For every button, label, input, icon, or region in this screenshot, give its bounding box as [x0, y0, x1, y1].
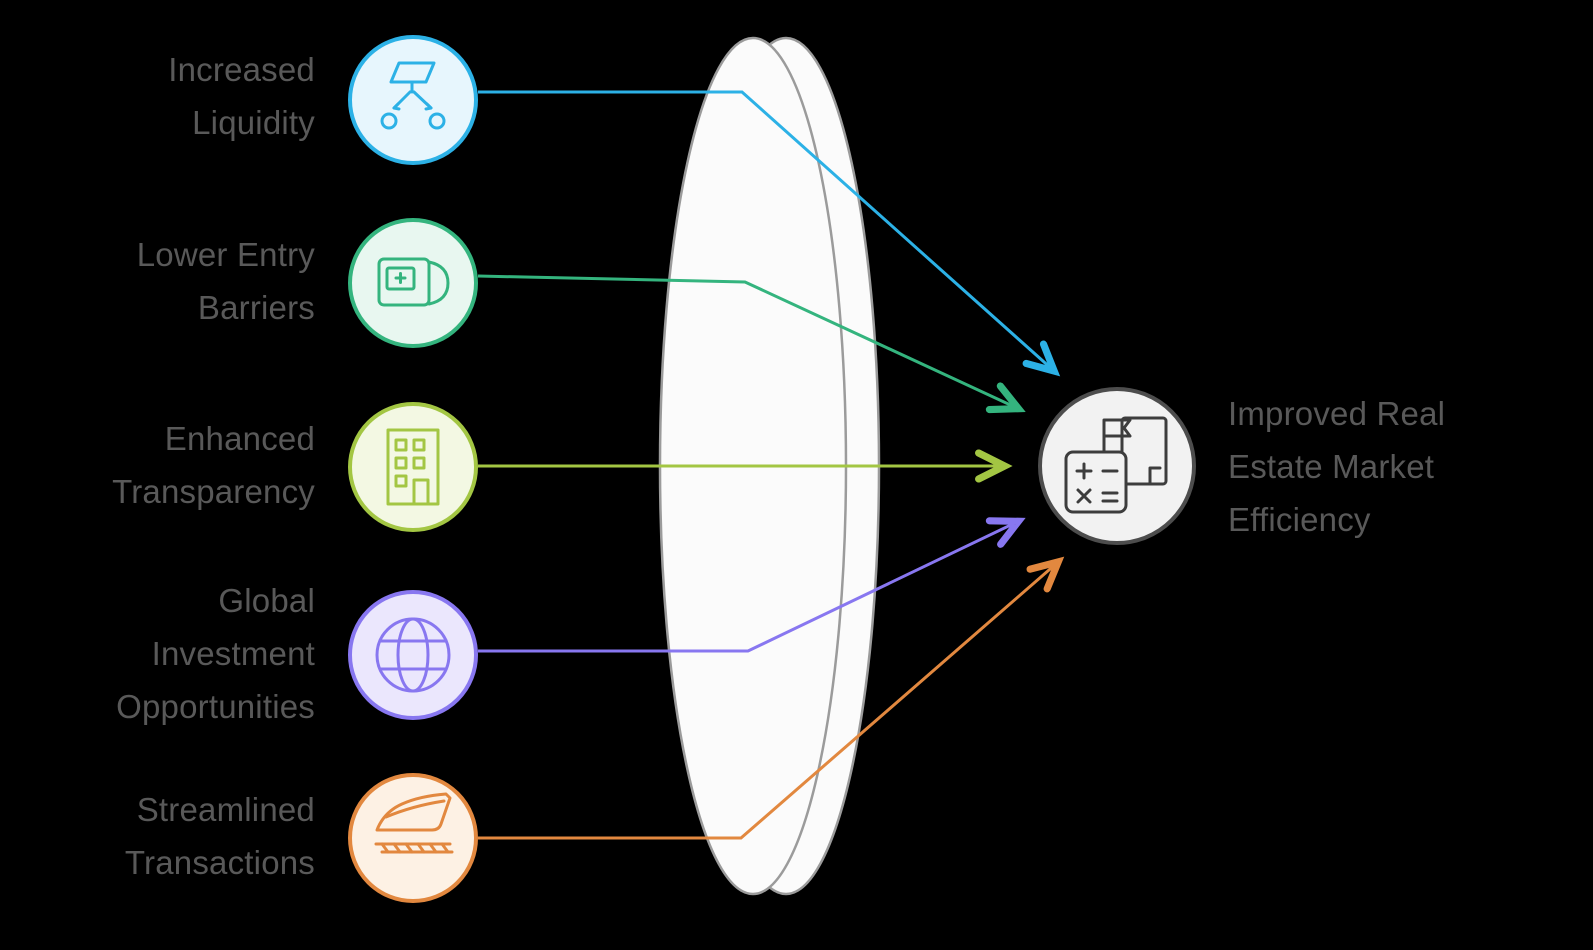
connector-global-investment — [478, 522, 1017, 653]
benefit-node-enhanced-transparency — [348, 402, 478, 532]
connector-lower-entry-barriers — [477, 274, 1017, 408]
output-node-improved-efficiency — [1038, 387, 1196, 545]
benefit-circle — [348, 590, 478, 720]
benefit-node-lower-entry-barriers — [348, 218, 478, 348]
benefit-node-streamlined-transactions — [348, 773, 478, 903]
benefit-label-enhanced-transparency: Enhanced Transparency — [112, 420, 315, 510]
sitemap-icon — [380, 61, 446, 130]
output-label-improved-efficiency: Improved Real Estate Market Efficiency — [1228, 395, 1446, 538]
connector-lines — [477, 90, 1057, 840]
connector-streamlined-transactions — [478, 563, 1057, 840]
benefit-label-increased-liquidity: Increased Liquidity — [168, 51, 315, 141]
globe-icon — [375, 617, 451, 693]
benefit-node-increased-liquidity — [348, 35, 478, 165]
benefit-node-global-investment — [348, 590, 478, 720]
wallet-icon — [377, 257, 450, 307]
connector-increased-liquidity — [478, 90, 1053, 370]
train-icon — [374, 792, 454, 854]
benefit-label-streamlined-transactions: Streamlined Transactions — [124, 791, 315, 881]
benefit-label-lower-entry-barriers: Lower Entry Barriers — [136, 236, 315, 326]
building-icon — [386, 428, 440, 506]
benefit-circle — [348, 773, 478, 903]
benefit-label-global-investment: Global Investment Opportunities — [116, 582, 315, 725]
calculator-document-icon — [1064, 416, 1168, 514]
benefit-circle — [348, 35, 478, 165]
